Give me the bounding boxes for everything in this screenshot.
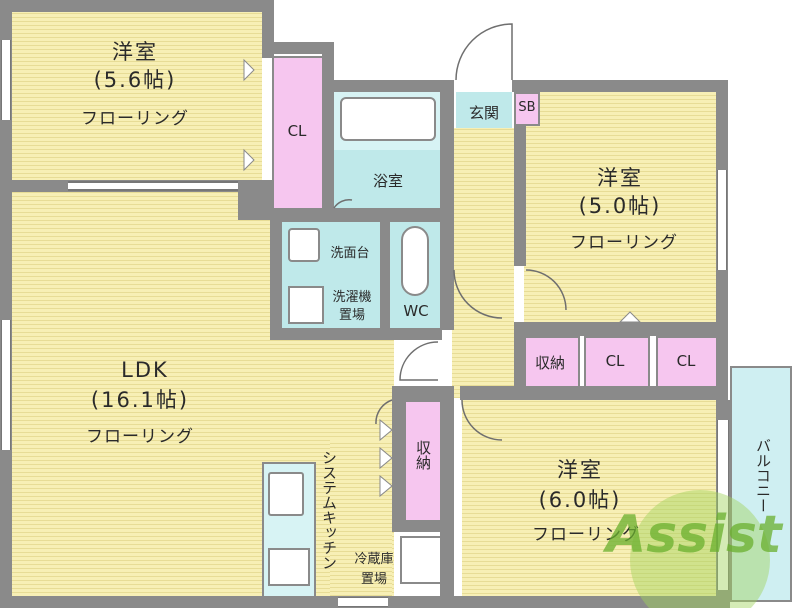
bathroom-label: 浴室 — [372, 172, 403, 190]
fridge-space — [400, 536, 442, 584]
wall — [270, 208, 452, 222]
shoebox-area — [514, 92, 540, 126]
ldk-floor-type: フローリング — [86, 427, 194, 447]
shoebox-label: SB — [518, 100, 536, 115]
western-room-1-floor-type: フローリング — [81, 109, 189, 129]
western-room-2-floor — [524, 92, 718, 324]
wall — [392, 386, 452, 400]
fridge-label-1: 冷蔵庫 — [354, 552, 394, 567]
kitchen-sink — [268, 472, 304, 516]
fridge-label-2: 置場 — [360, 572, 387, 587]
entrance-label: 玄関 — [468, 104, 499, 122]
western-room-3-name: 洋室 — [557, 458, 603, 482]
wall — [514, 322, 728, 336]
sink-fixture — [288, 228, 320, 262]
toilet-bowl — [401, 226, 429, 296]
balcony-label: バルコニー — [754, 438, 772, 513]
wall — [270, 208, 282, 340]
western-room-1-floor — [12, 12, 262, 182]
western-room-3-floor — [462, 398, 718, 598]
washbasin-label: 洗面台 — [330, 246, 370, 261]
window — [68, 181, 238, 191]
western-room-3-size: (6.0帖) — [538, 488, 622, 512]
toilet-label: WC — [403, 302, 429, 320]
ldk-name: LDK — [121, 358, 169, 382]
closet-3-label: CL — [676, 352, 696, 370]
window — [1, 40, 11, 120]
ldk-size: (16.1帖) — [90, 388, 190, 412]
storage-2-label: 収納 — [414, 440, 432, 470]
window — [717, 170, 727, 270]
wall — [238, 180, 274, 220]
wall — [440, 386, 454, 608]
western-room-2-floor-type: フローリング — [570, 233, 678, 253]
wall — [0, 0, 12, 608]
closet-2-label: CL — [605, 352, 625, 370]
assist-logo-text: Assist — [602, 505, 784, 565]
washer-fixture — [288, 286, 324, 324]
window — [1, 320, 11, 450]
cooktop — [268, 548, 310, 586]
wall — [0, 0, 272, 12]
wall — [392, 520, 442, 532]
western-room-2-name: 洋室 — [597, 166, 643, 190]
window — [717, 420, 729, 590]
wall — [440, 80, 454, 330]
western-room-2-size: (5.0帖) — [578, 194, 662, 218]
wall — [380, 220, 390, 330]
bathtub-rim — [340, 97, 436, 141]
entrance-area — [456, 92, 512, 128]
kitchen-label: システムキッチン — [320, 450, 338, 570]
washer-label-2: 置場 — [338, 308, 365, 323]
wall — [512, 80, 728, 92]
storage-1-label: 収納 — [534, 354, 565, 372]
closet-1-label: CL — [287, 122, 307, 140]
wall — [514, 322, 526, 398]
hallway-floor — [452, 128, 514, 398]
wall — [392, 386, 404, 532]
western-room-1-name: 洋室 — [112, 40, 158, 64]
balcony-area — [730, 366, 792, 602]
western-room-3-floor-type: フローリング — [532, 525, 640, 545]
wall — [460, 386, 728, 400]
western-room-1-size: (5.6帖) — [93, 68, 177, 92]
closet-2 — [584, 336, 650, 392]
wall — [262, 42, 334, 54]
washer-label-1: 洗濯機 — [332, 290, 372, 305]
wall — [514, 126, 526, 266]
window — [338, 597, 388, 607]
wall — [322, 80, 452, 92]
wall — [270, 328, 442, 340]
bathroom-area — [334, 150, 442, 208]
